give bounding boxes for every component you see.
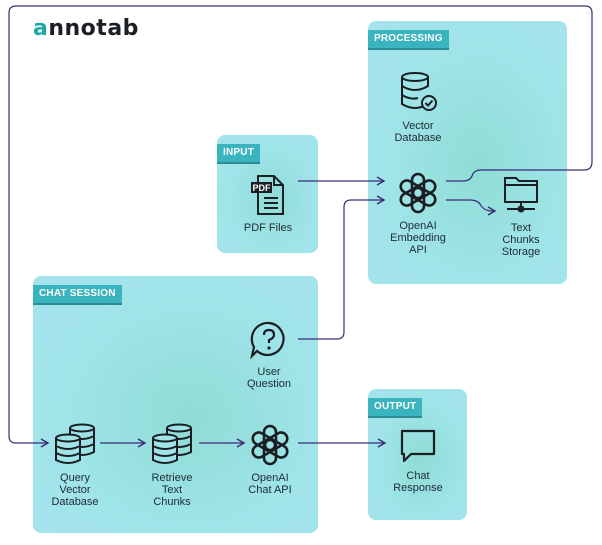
- database-stack-icon: [55, 423, 95, 464]
- output-panel: OUTPUT: [368, 389, 467, 520]
- retrieve-text-chunks-label: Retrieve Text Chunks: [151, 472, 193, 508]
- processing-tag: PROCESSING: [368, 30, 449, 50]
- query-vector-database-label: Query Vector Database: [51, 472, 99, 508]
- network-folder-icon: [504, 177, 538, 213]
- text-chunks-storage-label: Text Chunks Storage: [501, 222, 541, 258]
- database-stack-icon: [152, 423, 192, 464]
- openai-chat-api-node: OpenAI Chat API: [232, 424, 308, 496]
- openai-logo-icon: [399, 172, 437, 214]
- vector-database-node: Vector Database: [378, 70, 458, 144]
- pdf-files-node: PDF PDF Files: [232, 174, 304, 234]
- input-tag: INPUT: [217, 144, 260, 164]
- pdf-file-icon: PDF: [251, 175, 284, 215]
- chat-session-tag: CHAT SESSION: [33, 285, 122, 305]
- chat-response-label: Chat Response: [393, 470, 443, 494]
- text-chunks-storage-node: Text Chunks Storage: [491, 172, 551, 258]
- brand-logo-name: nnotab: [48, 16, 139, 41]
- openai-chat-api-label: OpenAI Chat API: [248, 472, 292, 496]
- brand-logo: annotab: [33, 16, 139, 41]
- retrieve-text-chunks-node: Retrieve Text Chunks: [137, 422, 207, 508]
- database-check-icon: [401, 72, 437, 111]
- question-bubble-icon: [250, 321, 285, 360]
- output-tag: OUTPUT: [368, 398, 423, 418]
- chat-bubble-icon: [400, 429, 436, 463]
- openai-embedding-api-node: OpenAI Embedding API: [378, 172, 458, 256]
- chat-session-panel: CHAT SESSION: [33, 276, 318, 533]
- vector-database-label: Vector Database: [394, 120, 442, 144]
- user-question-node: User Question: [234, 320, 304, 390]
- openai-logo-icon: [251, 424, 289, 466]
- loop-embedding-to-query: [8, 5, 593, 448]
- pdf-files-label: PDF Files: [243, 222, 293, 234]
- chat-response-node: Chat Response: [383, 428, 453, 494]
- input-panel: INPUT: [217, 135, 318, 253]
- openai-embedding-api-label: OpenAI Embedding API: [390, 220, 446, 256]
- query-vector-database-node: Query Vector Database: [40, 422, 110, 508]
- pdf-badge: PDF: [253, 183, 272, 193]
- processing-panel: PROCESSING: [368, 21, 567, 284]
- arrow-question-to-embedding: [298, 195, 386, 340]
- brand-logo-prefix: a: [33, 16, 49, 41]
- arrow-embedding-to-storage: [446, 199, 497, 216]
- user-question-label: User Question: [246, 366, 292, 390]
